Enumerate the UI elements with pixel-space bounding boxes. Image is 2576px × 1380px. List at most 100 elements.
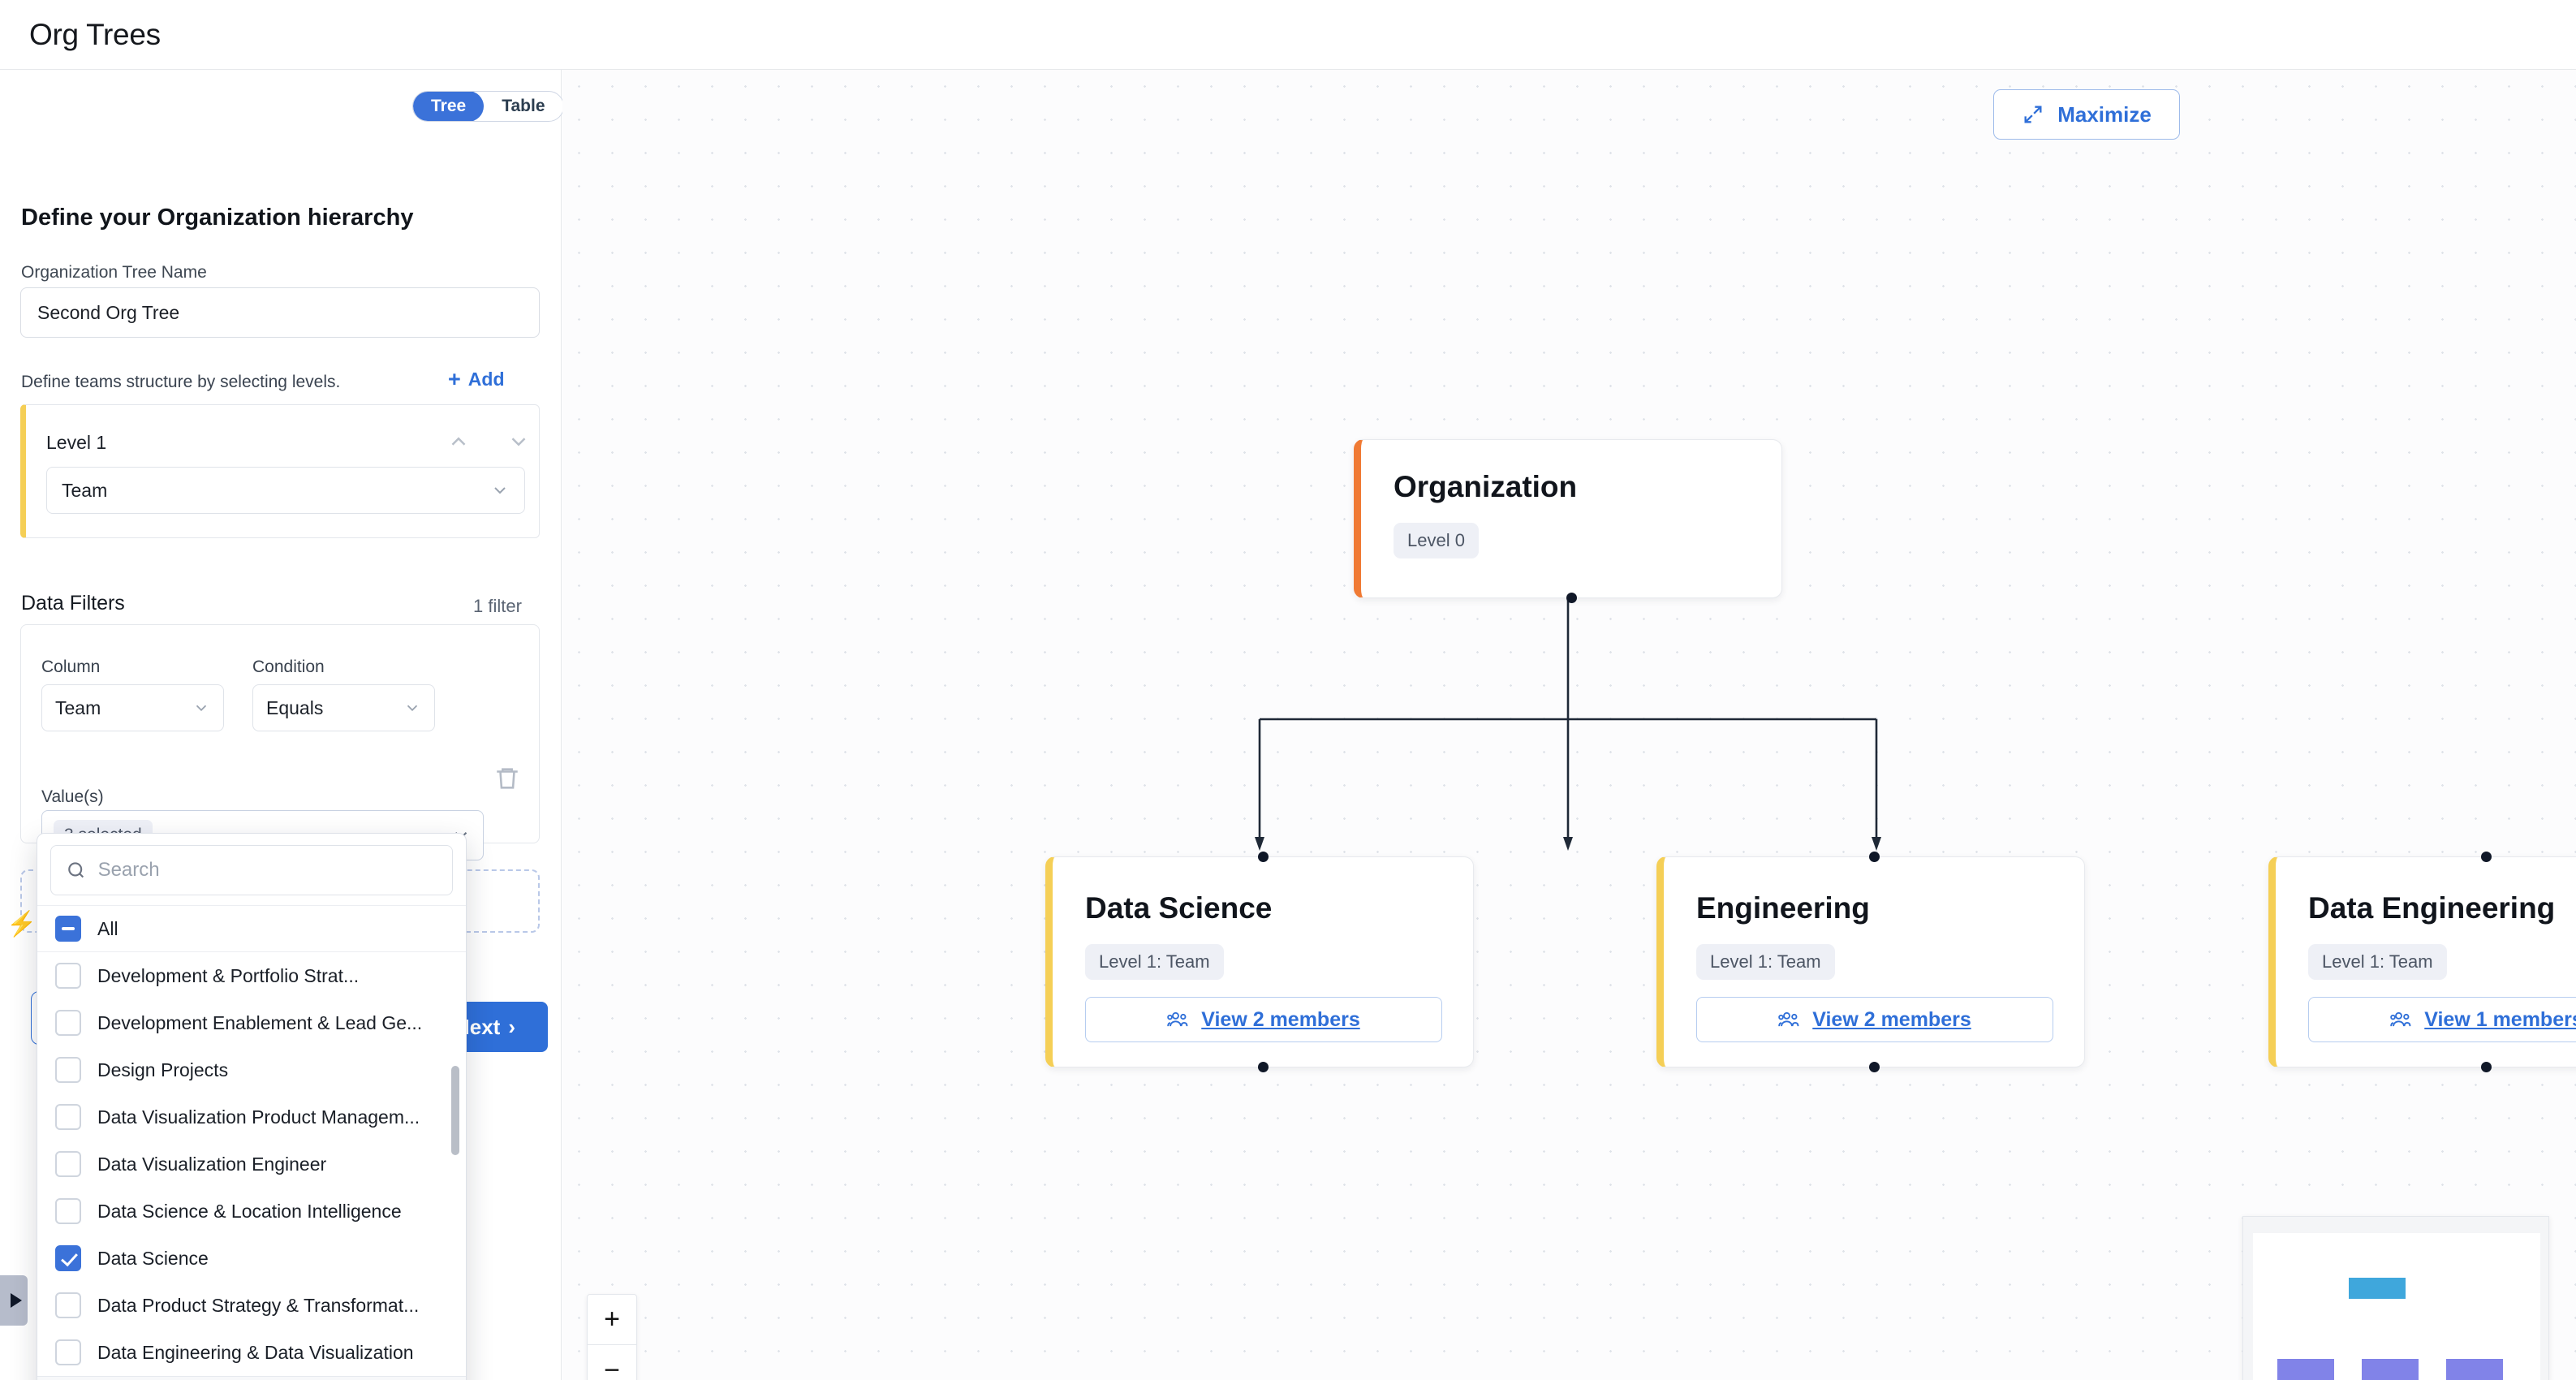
list-item-label: Data Visualization Product Managem... [97, 1106, 420, 1128]
add-level-button[interactable]: + Add [448, 369, 505, 390]
minimap-node-child [2362, 1359, 2419, 1380]
checkbox-option[interactable] [55, 1057, 81, 1083]
list-item-label: Data Product Strategy & Transformat... [97, 1294, 420, 1316]
view-members-button[interactable]: View 2 members [1696, 997, 2053, 1042]
org-node-root[interactable]: Organization Level 0 [1354, 439, 1782, 603]
view-members-label: View 2 members [1201, 1007, 1360, 1031]
list-item-label: Design Projects [97, 1059, 229, 1080]
tree-canvas[interactable]: Maximize Organization Level 0 Data Scien… [562, 70, 2576, 1380]
level-column-select[interactable]: Team [46, 467, 525, 514]
list-item-label: Data Science & Location Intelligence [97, 1200, 402, 1222]
list-item[interactable]: Data Science & Location Intelligence [37, 1188, 466, 1235]
checkbox-option[interactable] [55, 1151, 81, 1177]
checkbox-all[interactable] [55, 916, 81, 942]
select-all-label: All [97, 917, 118, 939]
node-level-badge: Level 1: Team [1085, 944, 1224, 980]
list-item-label: Data Science [97, 1247, 209, 1269]
search-input[interactable] [97, 859, 437, 882]
search-icon [68, 862, 84, 878]
node-level-badge: Level 0 [1394, 523, 1479, 558]
node-level-badge: Level 1: Team [2308, 944, 2447, 980]
list-item[interactable]: Data Engineering & Data Visualization [37, 1329, 466, 1376]
view-toggle: Tree Table [412, 91, 564, 122]
chevron-down-icon[interactable] [506, 429, 531, 454]
zoom-out-button[interactable]: − [604, 1354, 620, 1380]
minimap-node-child [2277, 1359, 2334, 1380]
tab-tree[interactable]: Tree [413, 92, 485, 121]
filter-column-value: Team [55, 696, 101, 718]
checkbox-option[interactable] [55, 1104, 81, 1130]
org-node-data-science[interactable]: Data Science Level 1: Team View 2 member… [1045, 852, 1474, 1072]
view-members-label: View 1 members [2424, 1007, 2576, 1031]
checkbox-option[interactable] [55, 963, 81, 989]
minimap-node-child [2446, 1359, 2503, 1380]
members-icon [2390, 1011, 2411, 1027]
page-title: Org Trees [29, 17, 161, 51]
lightning-bolt-icon: ⚡ [6, 911, 37, 938]
dropdown-option-list[interactable]: Development & Portfolio Strat...Developm… [37, 952, 466, 1380]
maximize-button[interactable]: Maximize [1993, 89, 2180, 140]
list-item[interactable]: Data Science [37, 1235, 466, 1282]
node-port-top [1869, 852, 1880, 862]
dropdown-scrollbar[interactable] [451, 1066, 459, 1155]
chevron-down-icon [196, 705, 207, 712]
search-field[interactable] [50, 845, 453, 895]
list-item-label: Data Visualization Engineer [97, 1153, 327, 1175]
maximize-label: Maximize [2057, 101, 2152, 127]
filter-condition-select[interactable]: Equals [252, 684, 435, 731]
node-port-top [2481, 852, 2492, 862]
checkbox-option[interactable] [55, 1245, 81, 1271]
values-multiselect-dropdown: All Development & Portfolio Strat...Deve… [37, 833, 467, 1380]
node-port-top [1258, 852, 1269, 862]
filter-column-select[interactable]: Team [41, 684, 224, 731]
node-port-bottom [1258, 1062, 1269, 1072]
view-members-label: View 2 members [1812, 1007, 1971, 1031]
checkbox-option[interactable] [55, 1198, 81, 1224]
zoom-controls: + − [587, 1294, 637, 1380]
list-item[interactable]: Development Enablement & Lead Ge... [37, 999, 466, 1046]
list-item[interactable]: Development & Portfolio Strat... [37, 952, 466, 999]
dropdown-select-all[interactable]: All [37, 905, 466, 952]
maximize-icon [2024, 106, 2042, 123]
list-item[interactable]: Data Visualization Product Managem... [37, 1093, 466, 1141]
view-members-button[interactable]: View 2 members [1085, 997, 1442, 1042]
node-level-badge: Level 1: Team [1696, 944, 1835, 980]
values-label: Value(s) [41, 787, 104, 806]
chevron-up-icon[interactable] [446, 429, 471, 454]
view-members-button[interactable]: View 1 members [2308, 997, 2576, 1042]
chevron-down-icon [407, 705, 418, 712]
node-title: Organization [1394, 470, 1578, 503]
members-icon [1167, 1011, 1188, 1027]
checkbox-option[interactable] [55, 1292, 81, 1318]
panel-collapse-handle[interactable] [0, 1275, 28, 1326]
chevron-down-icon [494, 487, 506, 494]
tree-name-input[interactable] [20, 287, 540, 338]
trash-icon[interactable] [493, 765, 521, 792]
tree-name-label: Organization Tree Name [21, 263, 207, 282]
checkbox-option[interactable] [55, 1010, 81, 1036]
members-icon [1778, 1011, 1799, 1027]
panel-heading: Define your Organization hierarchy [21, 205, 414, 231]
node-port-bottom [1869, 1062, 1880, 1072]
filter-card: Column Condition Team Equals Value(s) 3 … [20, 624, 540, 860]
filter-condition-value: Equals [266, 696, 324, 718]
chevron-right-icon: › [508, 1014, 516, 1039]
list-item[interactable]: Design Projects [37, 1046, 466, 1093]
checkbox-option[interactable] [55, 1339, 81, 1365]
list-item[interactable]: Data Product Strategy & Transformat... [37, 1282, 466, 1329]
org-node-engineering[interactable]: Engineering Level 1: Team View 2 members [1656, 852, 2085, 1072]
minimap[interactable] [2242, 1216, 2549, 1380]
org-node-data-engineering[interactable]: Data Engineering Level 1: Team View 1 me… [2268, 852, 2576, 1072]
dropdown-search-area [37, 834, 466, 905]
list-item-label: Data Engineering & Data Visualization [97, 1341, 414, 1363]
tree-edges [1255, 598, 1881, 851]
list-item[interactable]: Data Visualization Engineer [37, 1141, 466, 1188]
tab-table[interactable]: Table [484, 92, 562, 121]
zoom-in-button[interactable]: + [588, 1295, 636, 1345]
node-title: Data Engineering [2308, 891, 2556, 925]
load-more-button[interactable]: Load More (200/333) [37, 1376, 466, 1380]
triangle-right-icon [11, 1293, 22, 1308]
node-title: Data Science [1085, 891, 1273, 925]
data-filters-title: Data Filters [21, 592, 125, 615]
